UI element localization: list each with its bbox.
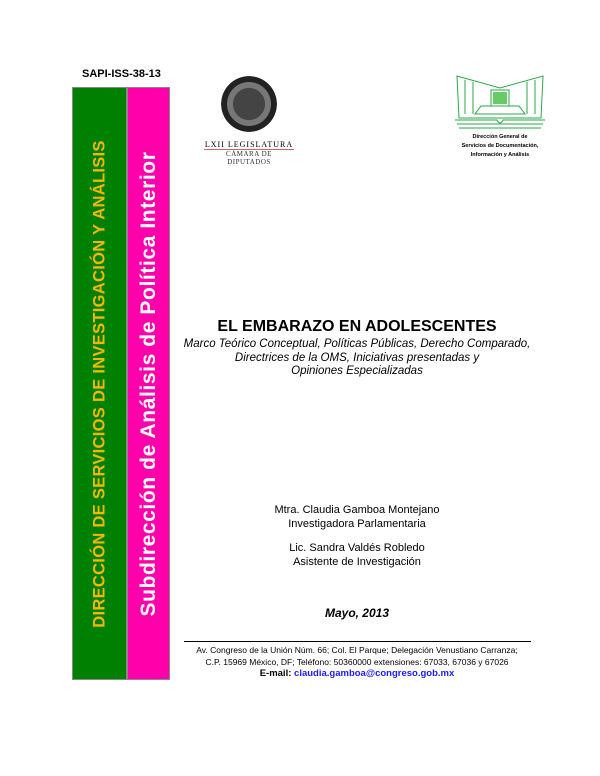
- email-link[interactable]: claudia.gamboa@congreso.gob.mx: [294, 668, 455, 679]
- subtitle-line: Opiniones Especializadas: [291, 365, 423, 377]
- author-name: Mtra. Claudia Gamboa Montejano: [274, 504, 440, 516]
- address-line-1: Av. Congreso de la Unión Núm. 66; Col. E…: [196, 645, 518, 655]
- green-side-bar: DIRECCIÓN DE SERVICIOS DE INVESTIGACIÓN …: [72, 87, 127, 680]
- author-2: Lic. Sandra Valdés Robledo Asistente de …: [170, 541, 544, 569]
- dgsdia-caption-1: Dirección General de: [472, 134, 528, 140]
- document-title: EL EMBARAZO EN ADOLESCENTES: [217, 318, 497, 335]
- pink-side-bar: Subdirección de Análisis de Política Int…: [127, 87, 170, 680]
- national-seal-icon: [221, 76, 277, 132]
- legislature-label: LXII LEGISLATURA: [204, 140, 294, 150]
- document-subtitle: Marco Teórico Conceptual, Políticas Públ…: [170, 338, 544, 379]
- subdirectorate-label: Subdirección de Análisis de Política Int…: [136, 151, 160, 616]
- address-line-2: C.P. 15969 México, DF; Teléfono: 5036000…: [205, 657, 509, 667]
- publication-date: Mayo, 2013: [324, 606, 390, 620]
- author-name: Lic. Sandra Valdés Robledo: [289, 542, 425, 554]
- author-1: Mtra. Claudia Gamboa Montejano Investiga…: [170, 503, 544, 531]
- dgsdia-caption-3: Información y Análisis: [470, 152, 530, 158]
- dgsdia-logo: Dirección General de Servicios de Docume…: [430, 74, 570, 159]
- footer-divider: [184, 641, 531, 642]
- author-role: Investigadora Parlamentaria: [288, 518, 426, 530]
- footer-address: Av. Congreso de la Unión Núm. 66; Col. E…: [170, 644, 544, 680]
- chamber-label: CÁMARA DE DIPUTADOS: [226, 150, 272, 166]
- dgsdia-caption-2: Servicios de Documentación,: [461, 143, 539, 149]
- directorate-label: DIRECCIÓN DE SERVICIOS DE INVESTIGACIÓN …: [90, 139, 108, 628]
- open-book-building-icon: [455, 75, 545, 129]
- subtitle-line: Directrices de la OMS, Iniciativas prese…: [234, 351, 480, 364]
- author-role: Asistente de Investigación: [293, 556, 421, 568]
- email-line: E-mail: claudia.gamboa@congreso.gob.mx: [170, 668, 544, 680]
- camara-diputados-logo: LXII LEGISLATURA CÁMARA DE DIPUTADOS: [204, 76, 294, 166]
- subtitle-line: Marco Teórico Conceptual, Políticas Públ…: [183, 338, 531, 350]
- document-code: SAPI-ISS-38-13: [82, 68, 161, 80]
- email-label: E-mail:: [259, 668, 292, 679]
